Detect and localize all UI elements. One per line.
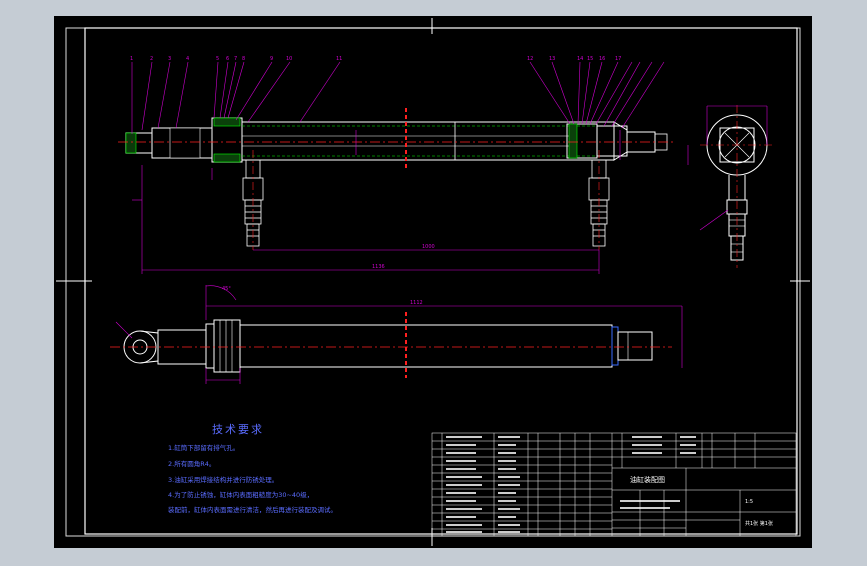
svg-text:4: 4: [186, 56, 189, 62]
svg-text:12: 12: [527, 56, 533, 62]
svg-text:17: 17: [615, 56, 621, 62]
svg-text:3: 3: [168, 56, 171, 62]
svg-text:6: 6: [226, 56, 229, 62]
svg-text:5: 5: [216, 56, 219, 62]
svg-text:11: 11: [336, 56, 342, 62]
svg-text:1: 1: [130, 56, 133, 62]
tech-requirement-line: 2.所有圆角R4。: [168, 460, 216, 468]
svg-text:15: 15: [587, 56, 593, 62]
svg-text:14: 14: [577, 56, 583, 62]
title-sheet: 共1张 第1张: [745, 520, 773, 527]
svg-text:16: 16: [599, 56, 605, 62]
parts-list-table: [431, 432, 797, 537]
dimension-lines: [132, 130, 621, 274]
dim-closed-length: 1112: [410, 300, 423, 306]
centering-marks: [56, 18, 810, 546]
balloon-leaders: [131, 61, 665, 134]
svg-text:9: 9: [270, 56, 273, 62]
external-dims: [115, 285, 683, 384]
svg-text:8: 8: [242, 56, 245, 62]
title-scale: 1:5: [745, 499, 753, 505]
tech-requirement-line: 1.缸筒下部留有排气孔。: [168, 444, 240, 452]
tech-requirement-line: 装配前，缸体内表面需进行清洁，然后再进行装配及调试。: [168, 506, 337, 514]
dim-stroke: 1000: [422, 244, 435, 250]
section-view: [118, 108, 675, 250]
side-view-centerlines: [700, 105, 775, 268]
side-view-dims: [687, 105, 768, 231]
tech-requirements-title: 技术要求: [212, 423, 264, 436]
tech-requirement-line: 4.为了防止锈蚀，缸体内表面粗糙度为30~40级，: [168, 491, 314, 499]
dim-total-length: 1136: [372, 264, 385, 270]
svg-text:10: 10: [286, 56, 292, 62]
svg-text:2: 2: [150, 56, 153, 62]
svg-text:13: 13: [549, 56, 555, 62]
title-drawing-name: 油缸装配图: [630, 475, 665, 484]
tech-requirement-line: 3.油缸采用焊接结构并进行防锈处理。: [168, 476, 279, 484]
parts-list-entries: [446, 436, 696, 533]
svg-text:7: 7: [234, 56, 237, 62]
dim-angle: 45°: [222, 286, 231, 292]
